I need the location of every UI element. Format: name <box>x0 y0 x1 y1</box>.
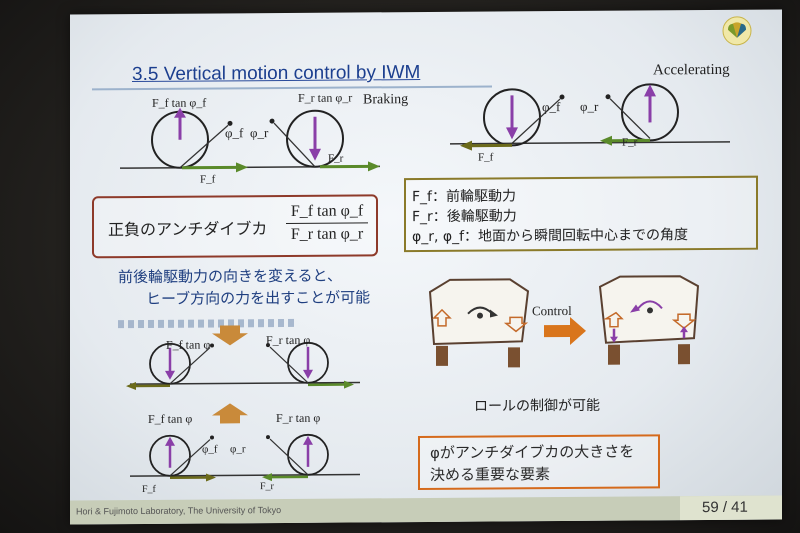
braking-rear-force-label: F_r tan φ_r <box>298 90 353 105</box>
heave-up-diagram <box>130 403 360 482</box>
heave-down-front-label: F_f tan φ <box>166 337 211 352</box>
heave-up-phi-r-label: φ_r <box>230 443 246 456</box>
fraction-numerator: F_f tan φ_f <box>286 202 368 224</box>
heave-up-fr-label: F_r <box>260 481 274 493</box>
accelerating-ff-label: F_f <box>478 151 494 164</box>
heave-text-line2: ヒーブ方向の力を出すことが可能 <box>146 288 371 308</box>
braking-phi-r-label: φ_r <box>250 125 269 141</box>
accelerating-diagram <box>450 83 730 151</box>
definitions-box: F_f：前輪駆動力 F_r：後輪駆動力 φ_r, φ_f：地面から瞬間回転中心ま… <box>404 175 758 253</box>
definition-phi: φ_r, φ_f：地面から瞬間回転中心までの角度 <box>412 227 689 246</box>
braking-phi-f-label: φ_f <box>225 125 244 141</box>
slide: 3.5 Vertical motion control by IWM Braki… <box>70 9 782 525</box>
definition-ff: F_f：前輪駆動力 <box>412 188 516 206</box>
heave-text-line1: 前後輪駆動力の向きを変えると、 <box>118 266 342 287</box>
phi-importance-box: φがアンチダイブカの大きさを 決める重要な要素 <box>418 434 660 491</box>
slide-title: 3.5 Vertical motion control by IWM <box>132 62 421 86</box>
accelerating-phi-r-label: φ_r <box>580 98 599 114</box>
heave-up-rear-label: F_r tan φ <box>276 410 321 426</box>
phi-box-line2: 決める重要な要素 <box>430 465 551 484</box>
braking-diagram <box>120 107 380 173</box>
fraction-denominator: F_r tan φ_r <box>290 225 364 243</box>
heave-down-rear-label: F_r tan φ <box>266 332 311 348</box>
footer-credit: Hori & Fujimoto Laboratory, The Universi… <box>76 505 282 517</box>
control-label: Control <box>532 302 572 319</box>
accelerating-phi-f-label: φ_f <box>542 99 561 115</box>
roll-control-diagram <box>428 275 700 368</box>
anti-dive-fraction: F_f tan φ_f F_r tan φ_r <box>286 202 368 244</box>
roll-caption: ロールの制御が可能 <box>474 397 600 415</box>
heave-down-diagram <box>126 325 360 391</box>
anti-dive-label: 正負のアンチダイブカ <box>108 219 268 240</box>
braking-ff-label: F_f <box>200 173 216 186</box>
anti-dive-box: 正負のアンチダイブカ F_f tan φ_f F_r tan φ_r <box>92 194 378 259</box>
heave-up-ff-label: F_f <box>142 483 156 495</box>
braking-fr-label: F_r <box>328 152 344 165</box>
braking-front-force-label: F_f tan φ_f <box>152 95 207 110</box>
definition-fr: F_r：後輪駆動力 <box>412 208 517 226</box>
ginkgo-logo-icon <box>722 16 752 46</box>
accelerating-fr-label: F_r <box>622 136 638 149</box>
page-number: 59 / 41 <box>702 498 748 517</box>
phi-box-line1: φがアンチダイブカの大きさを <box>430 442 635 462</box>
heave-up-front-label: F_f tan φ <box>148 411 193 426</box>
heave-up-phi-f-label: φ_f <box>202 443 218 456</box>
